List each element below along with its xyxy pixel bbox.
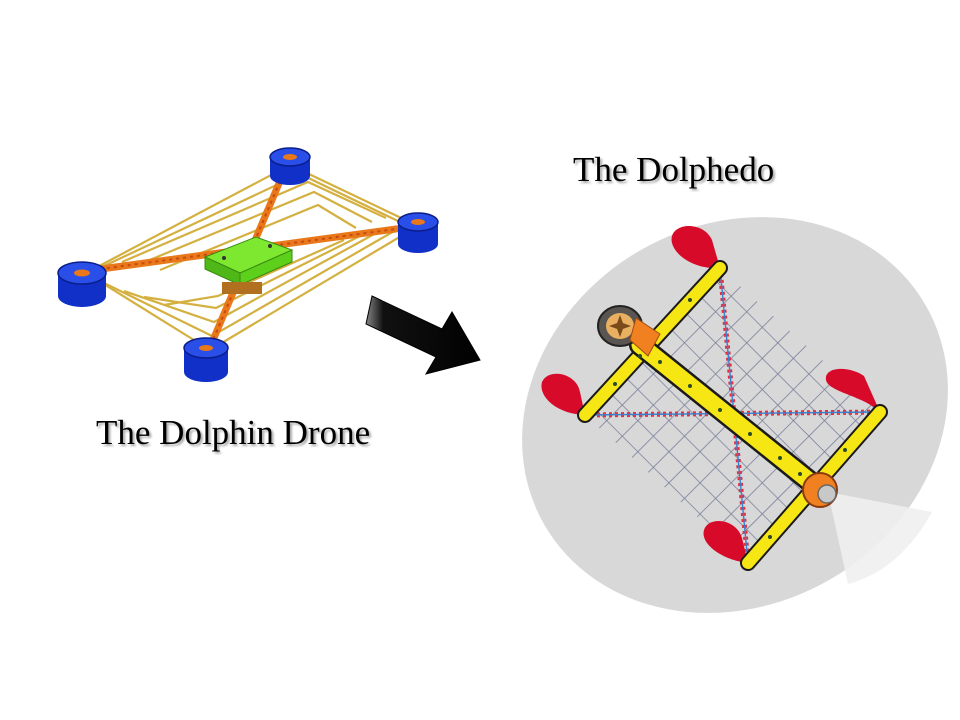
transition-arrow-icon bbox=[365, 295, 481, 375]
dolphin-drone-illustration bbox=[57, 147, 439, 382]
dolphedo-illustration bbox=[522, 217, 948, 613]
dolphedo-propeller bbox=[597, 305, 661, 357]
drone-float-bottom bbox=[183, 337, 229, 382]
dolphin-drone-caption: The Dolphin Drone bbox=[96, 413, 371, 452]
dolphedo-headlight bbox=[802, 472, 838, 508]
drone-float-right bbox=[397, 212, 439, 253]
dolphedo-fins bbox=[541, 225, 880, 563]
drone-electronics-box bbox=[203, 236, 294, 294]
drone-float-top bbox=[269, 147, 311, 185]
dolphedo-caption: The Dolphedo bbox=[573, 150, 775, 189]
dolphedo-light-beam bbox=[828, 492, 932, 584]
drone-float-left bbox=[57, 261, 107, 307]
